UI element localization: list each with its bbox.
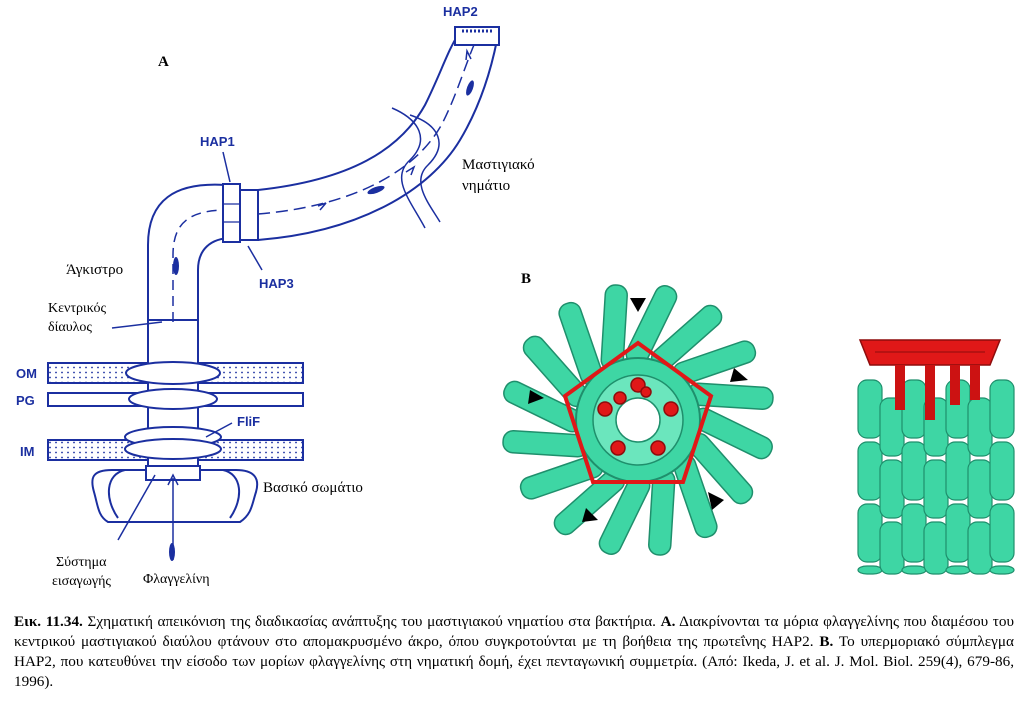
- hap2-cap: [454, 26, 500, 46]
- hook-inner: [197, 237, 233, 320]
- caption-b-marker: Β.: [819, 633, 834, 650]
- flagellin-column-segment: [945, 565, 971, 575]
- label-central-channel-2: δίαυλος: [48, 320, 92, 335]
- flagellin-column-segment: [967, 397, 993, 457]
- label-hap2: HAP2: [443, 4, 478, 19]
- pentagon-outline: [562, 340, 714, 484]
- panel-a-diagram: [47, 26, 500, 561]
- flagellin-column-segment: [857, 379, 883, 439]
- l-ring: [125, 361, 221, 385]
- red-cap-complex: [858, 339, 1002, 420]
- label-central-channel-1: Κεντρικός: [48, 301, 106, 316]
- hap2-side-view: [857, 339, 1015, 575]
- flagellin-column-segment: [901, 441, 927, 501]
- flagellin-column-segment: [901, 379, 927, 439]
- label-flif: FliF: [237, 414, 260, 429]
- caption-figure-number: Εικ. 11.34.: [14, 613, 83, 630]
- flagellin-columns: [857, 379, 1015, 575]
- caption-text-1: Σχηματική απεικόνιση της διαδικασίας ανά…: [82, 613, 661, 630]
- label-export-system-2: εισαγωγής: [52, 574, 111, 589]
- caption-a-marker: Α.: [660, 613, 676, 630]
- label-filament-2: νημάτιο: [462, 178, 510, 194]
- filament-inner: [257, 39, 498, 241]
- c-ring: [91, 469, 259, 523]
- hap2-top-view: [502, 284, 774, 556]
- panel-b-letter: B: [521, 271, 531, 287]
- ms-ring-bottom: [124, 438, 222, 460]
- flagellin-column-segment: [879, 459, 905, 519]
- flagellin-column-segment: [945, 441, 971, 501]
- flagellin-column-segment: [989, 565, 1015, 575]
- orientation-arrowheads: [528, 298, 748, 522]
- label-om: OM: [16, 366, 37, 381]
- label-pg: PG: [16, 393, 35, 408]
- red-cap-stubs: [597, 377, 679, 456]
- flagellin-column-segment: [967, 459, 993, 519]
- label-export-system-1: Σύστημα: [56, 555, 107, 570]
- filament-outer: [257, 34, 459, 191]
- caption-text-2: Διακρίνονται τα μόρια φλαγγελίνης που δι…: [14, 613, 1014, 650]
- flagellin-column-segment: [857, 565, 883, 575]
- flagellin-column-segment: [857, 441, 883, 501]
- p-ring: [128, 388, 218, 410]
- flow-arrows: [167, 48, 472, 560]
- flagellin-column-segment: [879, 521, 905, 575]
- label-hook: Άγκιστρο: [66, 262, 123, 278]
- flagellin-column-segment: [967, 521, 993, 575]
- flagellin-column-segment: [923, 459, 949, 519]
- flagellin-column-segment: [945, 503, 971, 563]
- label-hap3: HAP3: [259, 276, 294, 291]
- flagellin-column-segment: [901, 565, 927, 575]
- flagellin-column-segment: [989, 503, 1015, 563]
- flagellin-column-segment: [857, 503, 883, 563]
- label-flagellin: Φλαγγελίνη: [143, 572, 210, 587]
- figure-caption: Εικ. 11.34. Σχηματική απεικόνιση της δια…: [14, 612, 1014, 692]
- flagellin-column-segment: [989, 379, 1015, 439]
- flagellin-spoke: [600, 284, 628, 371]
- flagellin-column-segment: [923, 521, 949, 575]
- hook-outer: [147, 183, 226, 320]
- flagellin-column-segment: [901, 503, 927, 563]
- filament-wave-2: [409, 114, 441, 223]
- hap1-junction: [222, 183, 241, 243]
- leader-lines: [111, 151, 263, 541]
- label-filament-1: Μαστιγιακό: [462, 157, 535, 173]
- filament-wave-1: [391, 107, 426, 229]
- panel-a-letter: A: [158, 54, 169, 70]
- label-hap1: HAP1: [200, 134, 235, 149]
- label-basal-body: Βασικό σωμάτιο: [263, 480, 363, 496]
- caption-text-3: Το υπερμοριακό σύμπλεγμα HAP2, που κατευ…: [14, 633, 1014, 690]
- label-im: IM: [20, 444, 34, 459]
- hap3-junction: [239, 189, 259, 241]
- flagellin-column-segment: [989, 441, 1015, 501]
